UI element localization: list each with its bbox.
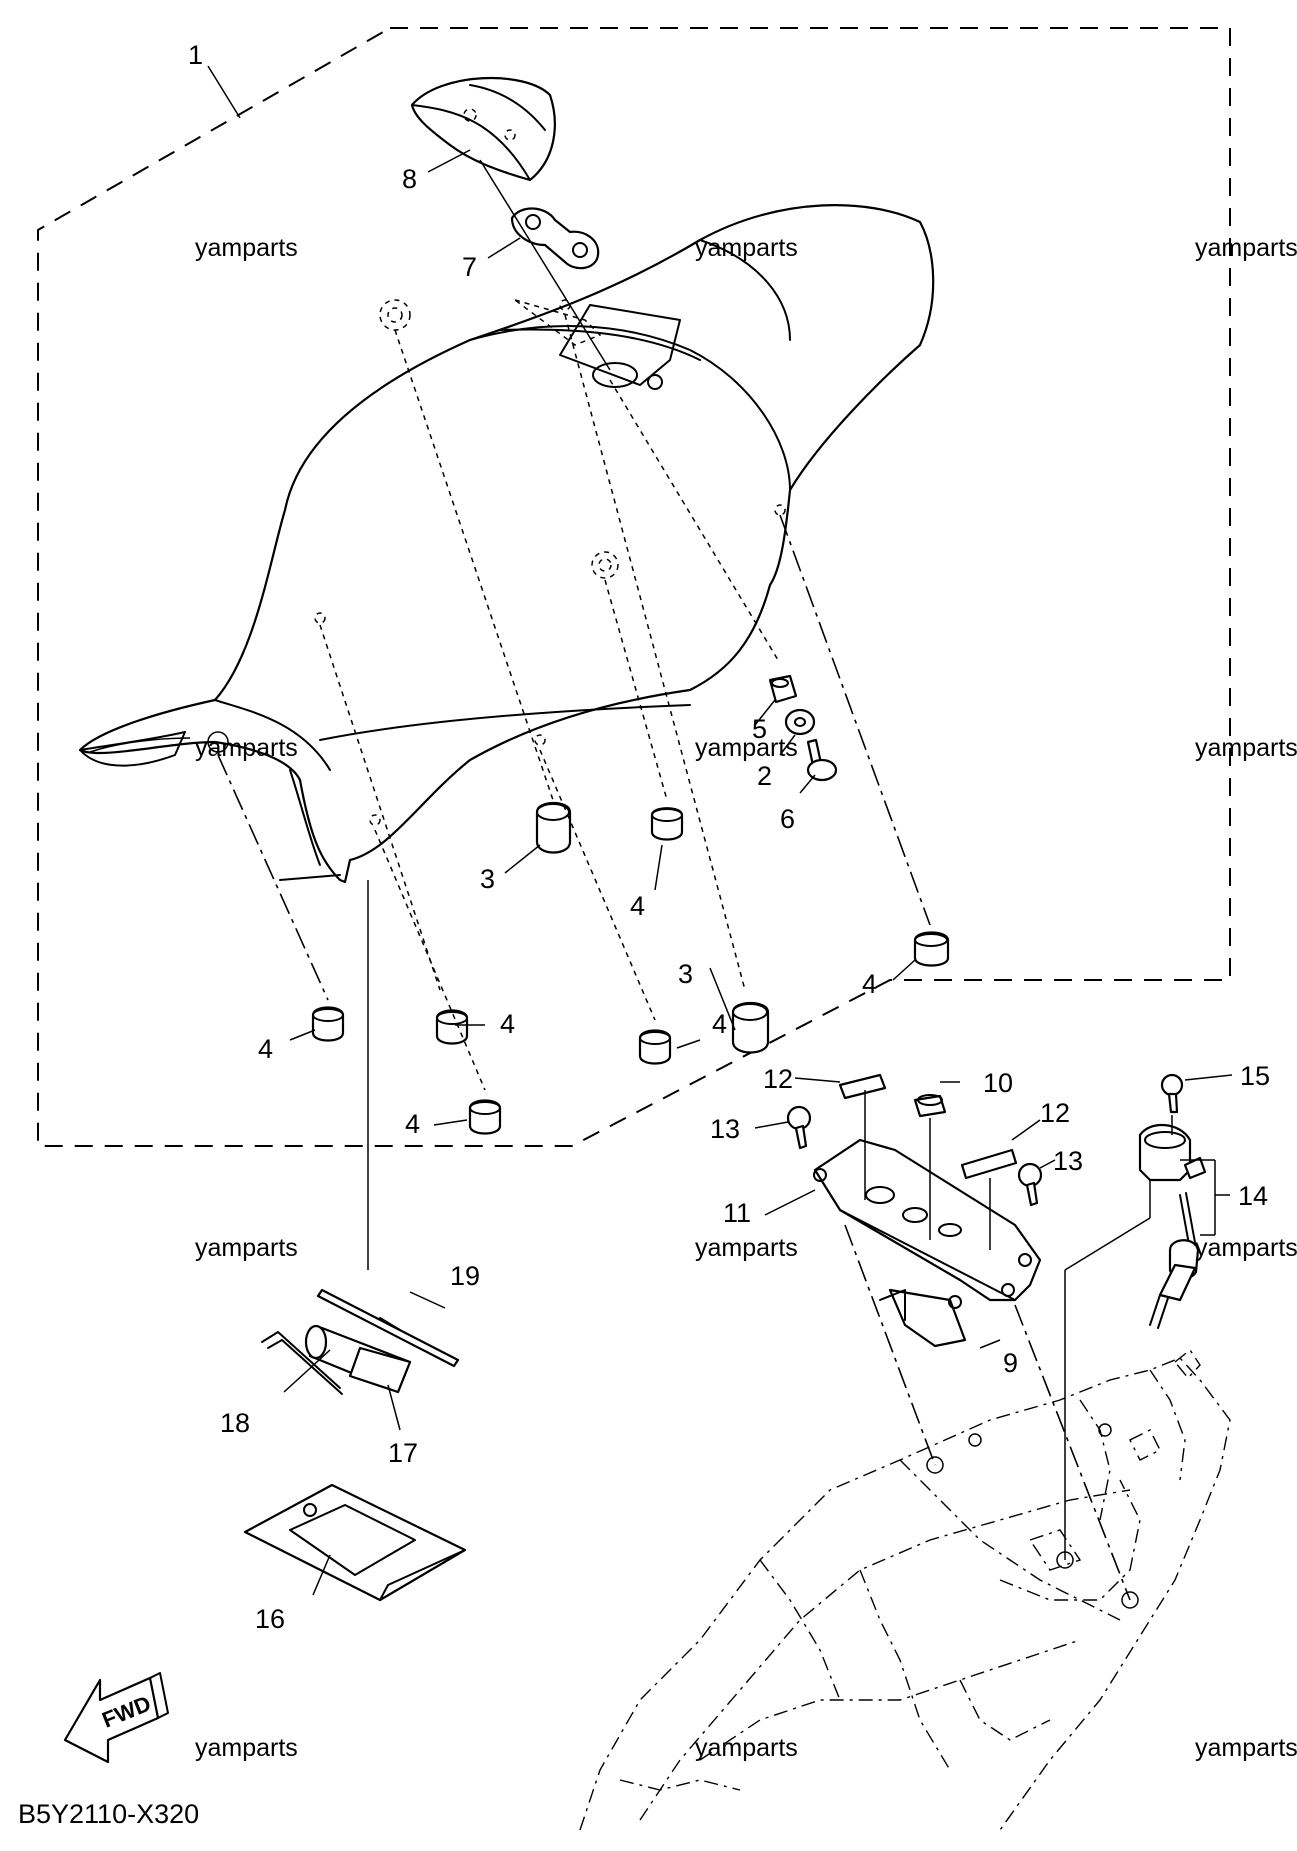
callout-16: 16 — [255, 1604, 285, 1634]
callout-4-e: 4 — [712, 1009, 727, 1039]
part-18-hex-key — [261, 1331, 343, 1395]
callout-2: 2 — [757, 761, 772, 791]
watermark-text: yamparts — [195, 1234, 298, 1262]
diagram-code: B5Y2110-X320 — [18, 1799, 199, 1829]
watermark-text: yamparts — [195, 734, 298, 762]
callout-leaders — [207, 65, 1233, 1596]
part-12-label-a — [838, 1073, 887, 1100]
part-19-screwdriver — [316, 1288, 460, 1368]
callout-11: 11 — [723, 1198, 751, 1228]
callout-12-a: 12 — [763, 1064, 793, 1094]
watermark-text: yamparts — [195, 234, 298, 262]
watermark-text: yamparts — [1195, 1734, 1297, 1762]
callout-4-c: 4 — [862, 969, 877, 999]
callout-4-a: 4 — [630, 891, 645, 921]
part-4-damper-group — [311, 807, 950, 1135]
part-13-bolt-b — [1017, 1162, 1043, 1207]
callout-15: 15 — [1240, 1061, 1270, 1091]
part-7-plate — [510, 207, 600, 270]
part-6-bolt — [806, 738, 838, 782]
callout-labels: 1 5 2 6 8 7 3 3 4 4 4 4 4 4 19 18 17 16 … — [188, 40, 1270, 1634]
callout-4-b: 4 — [500, 1009, 515, 1039]
part-12-label-b — [960, 1148, 1018, 1180]
part-8-pad — [410, 76, 556, 182]
watermark-text: yamparts — [1195, 234, 1297, 262]
callout-18: 18 — [220, 1408, 250, 1438]
watermark-text: yamparts — [1195, 734, 1297, 762]
part-16-tool-bag — [243, 1483, 467, 1602]
part-2-washer — [784, 708, 816, 736]
callout-8: 8 — [402, 164, 417, 194]
part-3-damper-a — [535, 801, 572, 854]
rear-frame — [579, 1348, 1231, 1831]
part-14-keys — [1149, 1192, 1200, 1329]
part-15-bolt — [1160, 1073, 1184, 1114]
callout-12-b: 12 — [1040, 1098, 1070, 1128]
callout-4-d: 4 — [258, 1034, 273, 1064]
callout-13-b: 13 — [1053, 1146, 1083, 1176]
watermark-text: yamparts — [195, 1734, 298, 1762]
callout-14: 14 — [1238, 1181, 1268, 1211]
part-9-latch — [879, 1288, 967, 1348]
part-11-bracket — [813, 1138, 1042, 1302]
watermark-text: yamparts — [695, 234, 798, 262]
callout-9: 9 — [1003, 1348, 1018, 1378]
watermarks: yamparts yamparts yamparts yamparts yamp… — [195, 234, 1297, 1762]
bracket-alignment-lines — [844, 1115, 1173, 1601]
alignment-lines — [217, 159, 931, 1270]
watermark-text: yamparts — [695, 1734, 798, 1762]
callout-1: 1 — [188, 40, 203, 70]
callout-10: 10 — [983, 1068, 1013, 1098]
callout-7: 7 — [462, 252, 477, 282]
part-14-lock — [1138, 1123, 1207, 1182]
callout-3-a: 3 — [480, 864, 495, 894]
callout-17: 17 — [388, 1438, 418, 1468]
callout-3-b: 3 — [678, 959, 693, 989]
seat-assembly-boundary — [37, 27, 1231, 1147]
part-10-nut — [913, 1094, 947, 1118]
fwd-arrow-icon: FWD — [63, 1672, 169, 1764]
part-3-damper-b — [731, 1001, 770, 1054]
callout-19: 19 — [450, 1261, 480, 1291]
callout-5: 5 — [752, 714, 767, 744]
seat-body — [78, 204, 935, 884]
callout-6: 6 — [780, 804, 795, 834]
part-13-bolt-a — [786, 1105, 812, 1150]
callout-4-f: 4 — [405, 1109, 420, 1139]
part-17-handle — [304, 1324, 412, 1394]
part-5-collar — [768, 674, 798, 704]
watermark-text: yamparts — [1195, 1234, 1297, 1262]
watermark-text: yamparts — [695, 1234, 798, 1262]
callout-13-a: 13 — [710, 1114, 740, 1144]
watermark-text: yamparts — [695, 734, 798, 762]
